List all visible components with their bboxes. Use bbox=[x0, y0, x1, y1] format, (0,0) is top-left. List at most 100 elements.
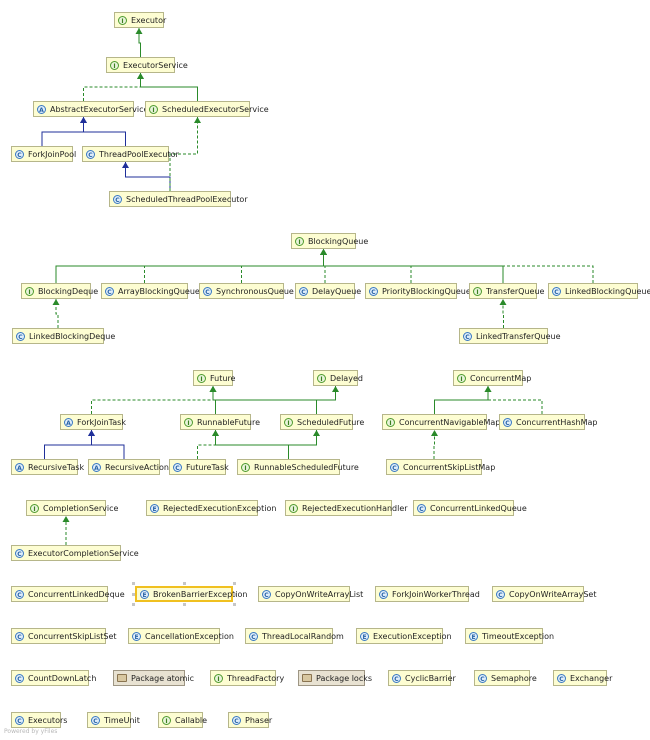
node-label: ConcurrentSkipListSet bbox=[28, 631, 117, 641]
node-delay-queue[interactable]: C DelayQueue bbox=[295, 283, 361, 299]
node-label: AbstractExecutorService bbox=[50, 104, 149, 114]
arrowhead bbox=[212, 430, 219, 436]
interface-icon: I bbox=[162, 715, 171, 725]
node-runnable-scheduled-future[interactable]: I RunnableScheduledFuture bbox=[237, 459, 359, 475]
selection-handle[interactable] bbox=[132, 603, 135, 606]
node-label: RunnableScheduledFuture bbox=[254, 462, 359, 472]
selection-handle[interactable] bbox=[132, 592, 135, 596]
arrowhead bbox=[209, 386, 217, 392]
interface-icon: I bbox=[289, 503, 298, 513]
node-package-atomic[interactable]: Package atomic bbox=[113, 670, 194, 686]
class-icon: C bbox=[232, 715, 241, 725]
abstract-icon: A bbox=[64, 417, 73, 427]
selection-handle[interactable] bbox=[233, 592, 236, 596]
edge-array-blocking-queue-to-blocking-queue bbox=[144, 249, 324, 283]
class-icon: C bbox=[262, 589, 271, 599]
arrowhead bbox=[135, 28, 143, 34]
node-package-locks[interactable]: Package locks bbox=[298, 670, 372, 686]
node-label: SynchronousQueue bbox=[216, 286, 294, 296]
node-label: TransferQueue bbox=[486, 286, 545, 296]
exception-icon: E bbox=[469, 631, 478, 641]
selection-handle[interactable] bbox=[182, 582, 186, 585]
edge-recursive-task-to-fork-join-task bbox=[44, 430, 92, 459]
edge-scheduled-future-to-future bbox=[212, 386, 317, 414]
edge-concurrent-navigable-map-to-concurrent-map bbox=[434, 386, 489, 414]
edge-runnable-scheduled-future-to-scheduled-future bbox=[288, 430, 317, 459]
class-icon: C bbox=[15, 548, 24, 558]
selection-handle[interactable] bbox=[182, 603, 186, 606]
node-label: DelayQueue bbox=[312, 286, 362, 296]
package-icon bbox=[117, 674, 127, 682]
interface-icon: I bbox=[149, 104, 158, 114]
edge-linked-transfer-queue-to-transfer-queue bbox=[502, 299, 504, 328]
class-icon: C bbox=[299, 286, 308, 296]
node-label: ForkJoinWorkerThread bbox=[392, 589, 480, 599]
interface-icon: I bbox=[241, 462, 250, 472]
arrowhead bbox=[52, 299, 60, 305]
edge-linked-blocking-queue-to-blocking-queue bbox=[323, 249, 594, 283]
node-label: Package locks bbox=[316, 673, 373, 683]
selection-handle[interactable] bbox=[233, 582, 236, 585]
class-icon: C bbox=[503, 417, 512, 427]
arrowhead bbox=[484, 386, 492, 392]
selection-handle[interactable] bbox=[132, 582, 135, 585]
class-icon: C bbox=[86, 149, 95, 159]
node-label: ScheduledThreadPoolExecutor bbox=[126, 194, 248, 204]
class-icon: C bbox=[463, 331, 472, 341]
selection-handle[interactable] bbox=[233, 603, 236, 606]
